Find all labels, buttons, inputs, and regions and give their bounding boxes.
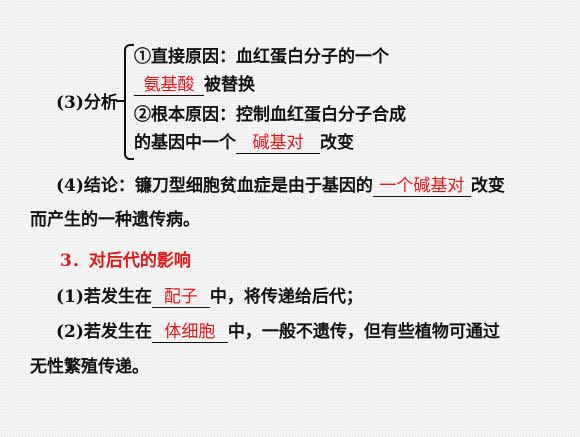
q1-tail: 中，将传递给后代； — [209, 287, 363, 307]
item2-tail: 改变 — [320, 133, 354, 153]
item1-tail: 被替换 — [204, 75, 255, 95]
conclusion-tail: 改变 — [470, 176, 505, 196]
q2-line2: 无性繁殖传递。 — [30, 357, 149, 377]
item2-line1: ②根本原因：控制血红蛋白分子合成 — [134, 105, 406, 125]
conclusion-answer: 一个碱基对 — [372, 176, 471, 197]
item2-line2: 的基因中一个碱基对改变 — [134, 132, 354, 154]
brace-bracket — [116, 44, 134, 160]
conclusion-line1: (4)结论：镰刀型细胞贫血症是由于基因的一个碱基对改变 — [56, 175, 505, 197]
item2-answer: 碱基对 — [236, 133, 320, 154]
q2-line1: (2)若发生在体细胞中，一般不遗传，但有些植物可通过 — [56, 321, 500, 343]
item2-head: 的基因中一个 — [134, 133, 236, 153]
q1-head: (1)若发生在 — [56, 287, 152, 307]
section-3-label: (3)分析 — [56, 93, 118, 113]
conclusion-line2: 而产生的一种遗传病。 — [30, 210, 200, 230]
item1-line1: ①直接原因：血红蛋白分子的一个 — [134, 47, 389, 67]
q2-tail: 中，一般不遗传，但有些植物可通过 — [227, 322, 500, 342]
item1-answer: 氨基酸 — [134, 75, 204, 96]
q1-line: (1)若发生在配子中，将传递给后代； — [56, 286, 363, 308]
item1-line2: 氨基酸被替换 — [134, 74, 255, 96]
q2-answer: 体细胞 — [151, 322, 228, 343]
q2-head: (2)若发生在 — [56, 322, 152, 342]
section-title: 3．对后代的影响 — [60, 251, 191, 271]
q1-answer: 配子 — [151, 287, 210, 308]
conclusion-head: (4)结论：镰刀型细胞贫血症是由于基因的 — [56, 176, 373, 196]
